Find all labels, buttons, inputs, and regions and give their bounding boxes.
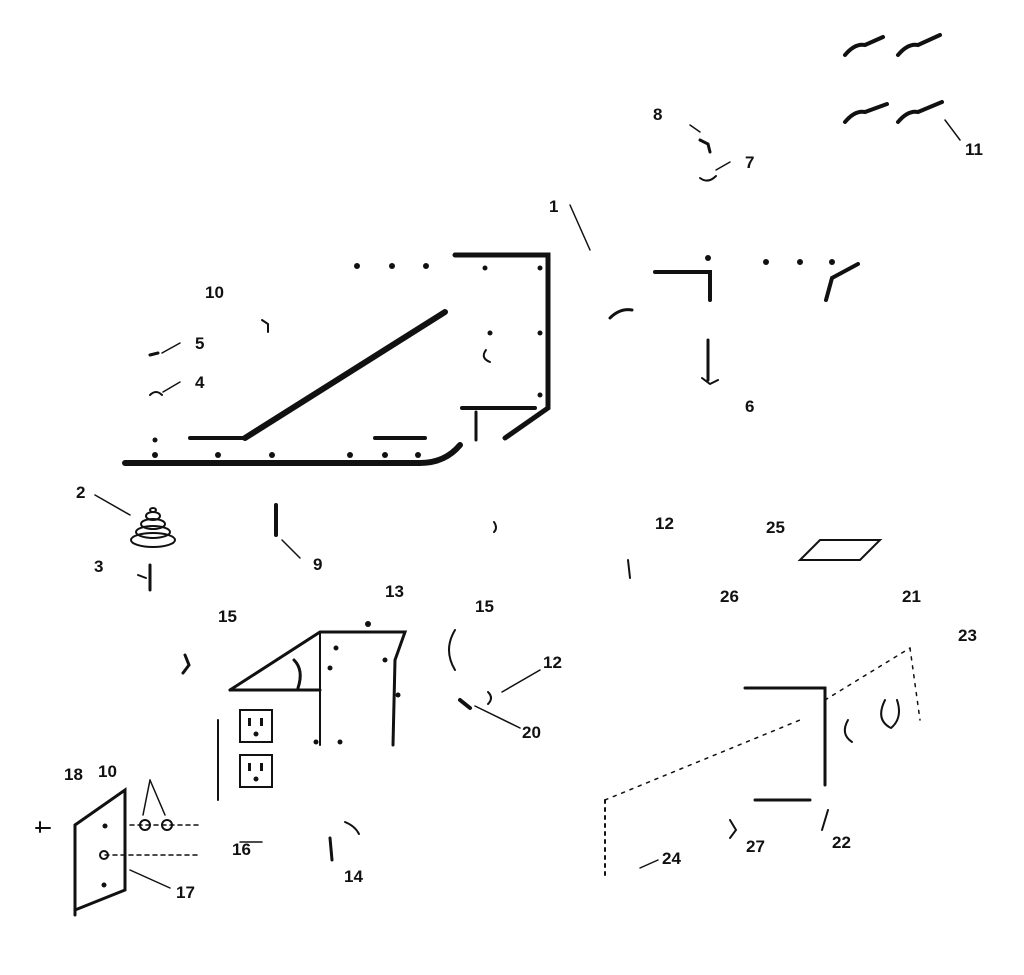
part-7-8-fasteners	[698, 138, 717, 182]
part-20-plug	[458, 521, 631, 710]
label-2: 2	[76, 483, 85, 502]
label-26: 26	[720, 587, 739, 606]
part-2-spring	[130, 507, 176, 548]
label-1: 1	[549, 197, 558, 216]
label-6: 6	[745, 397, 754, 416]
label-18: 18	[64, 765, 83, 784]
leader-lines	[94, 119, 961, 889]
label-8: 8	[653, 105, 662, 124]
label-14: 14	[344, 867, 363, 886]
part-25-plate	[797, 539, 883, 561]
label-16: 16	[232, 840, 251, 859]
label-12b: 12	[543, 653, 562, 672]
label-15a: 15	[218, 607, 237, 626]
part-3-screw	[137, 563, 152, 592]
label-10b: 10	[98, 762, 117, 781]
part-11-clips	[843, 33, 944, 124]
label-22: 22	[832, 833, 851, 852]
label-24: 24	[662, 849, 681, 868]
label-20: 20	[522, 723, 541, 742]
part-1-main-bracket	[122, 252, 551, 466]
callout-labels: 1 2 3 4 5 6 7 8 9 10 10 11 12 12 13 14 1…	[64, 105, 983, 902]
part-14-15-screws	[181, 629, 456, 862]
part-17-bracket	[35, 787, 201, 917]
part-right-rail	[608, 255, 860, 386]
label-5: 5	[195, 334, 204, 353]
label-10a: 10	[205, 283, 224, 302]
label-7: 7	[745, 153, 754, 172]
label-13: 13	[385, 582, 404, 601]
label-15b: 15	[475, 597, 494, 616]
label-11: 11	[965, 140, 983, 159]
label-4: 4	[195, 373, 205, 392]
label-17: 17	[176, 883, 195, 902]
label-3: 3	[94, 557, 103, 576]
label-27: 27	[746, 837, 765, 856]
label-9: 9	[313, 555, 322, 574]
label-12a: 12	[655, 514, 674, 533]
part-24-box	[604, 647, 921, 881]
label-25: 25	[766, 518, 785, 537]
part-16-receptacles	[217, 709, 273, 801]
part-4-5-10-screws	[148, 319, 269, 396]
part-13-junction-box	[228, 621, 408, 747]
label-21: 21	[902, 587, 921, 606]
label-23: 23	[958, 626, 977, 645]
